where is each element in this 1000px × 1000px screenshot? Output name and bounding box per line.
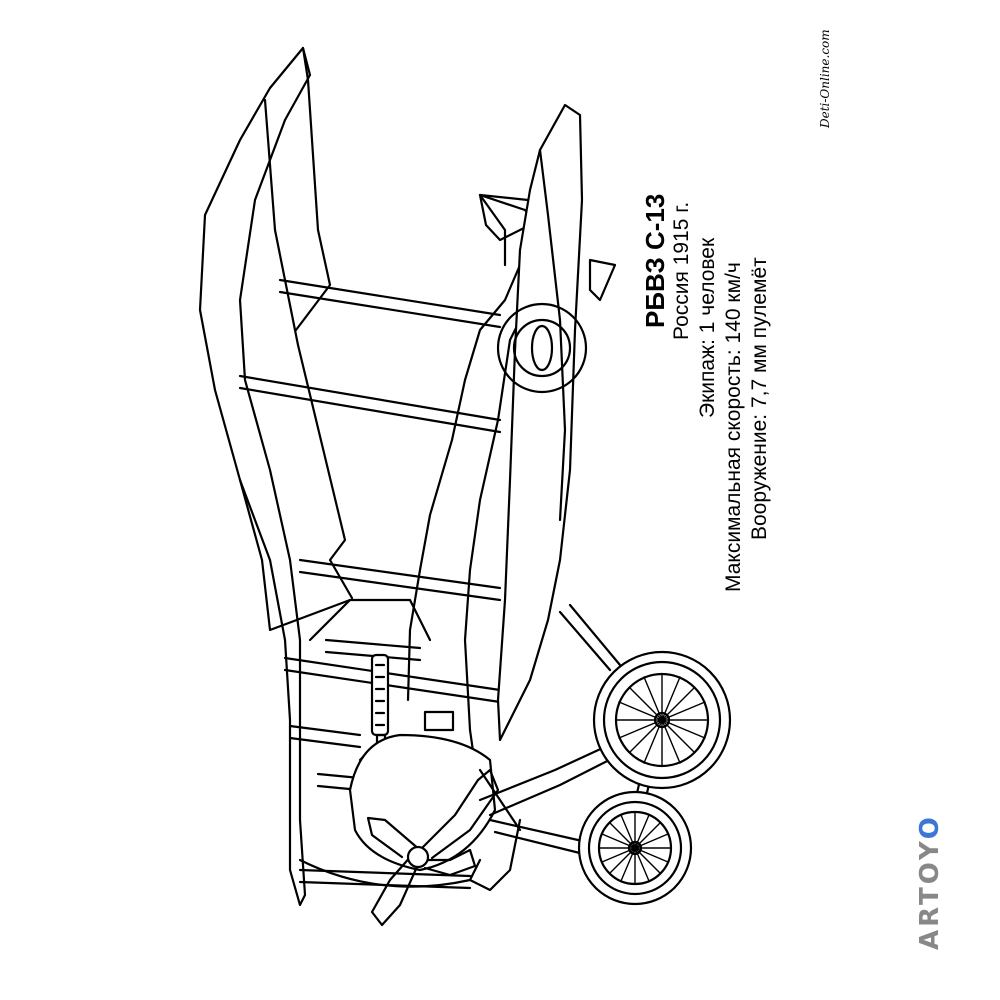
brand-watermark-text: ARTOY [915,839,945,950]
caption-max-speed: Максимальная скорость: 140 км/ч [722,262,745,592]
lower-wing [498,105,586,740]
wing-struts [240,280,500,888]
caption-country-year: Россия 1915 г. [670,201,693,340]
aircraft-title: РБВЗ С-13 [640,193,670,328]
engine-propeller [350,735,498,925]
upper-wing [200,48,352,905]
front-wheel [594,652,730,788]
site-watermark: Deti-Online.com [818,29,832,128]
caption-crew: Экипаж: 1 человек [696,237,719,418]
brand-watermark: ARTOYO [915,814,945,950]
fuselage [300,195,615,890]
rear-wheel [579,792,691,904]
caption-armament: Вооружение: 7,7 мм пулемёт [748,257,771,540]
brand-watermark-accent: O [915,814,945,840]
